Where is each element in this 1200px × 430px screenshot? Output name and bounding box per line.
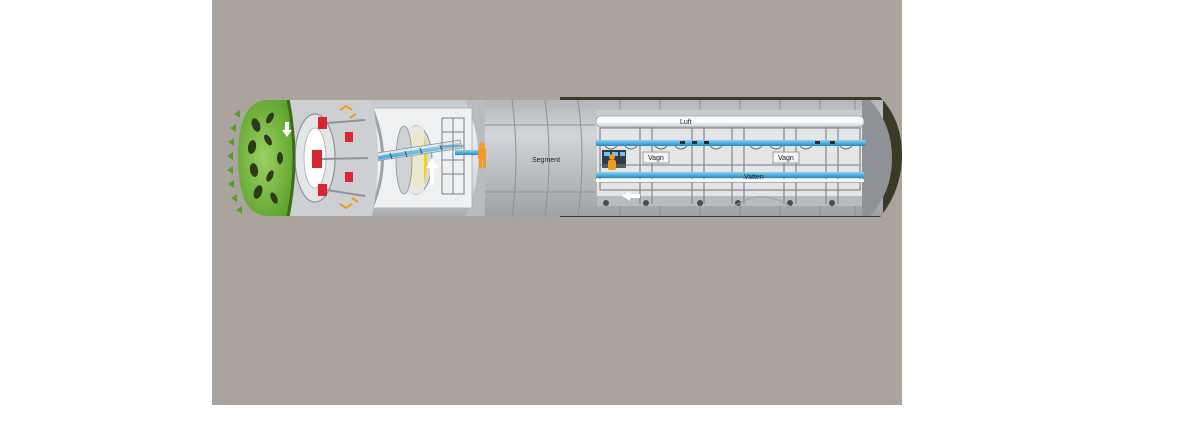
water-pipe [596, 172, 864, 178]
bogies [603, 200, 835, 206]
label-luft: Luft [680, 119, 692, 126]
jack-rods [321, 119, 369, 197]
left-arrow-icon [622, 191, 640, 201]
tunnel-floor-arc [734, 196, 791, 207]
wagon-box-1 [642, 151, 670, 164]
conveyor-rollers [680, 141, 835, 144]
up-arrow-icon [426, 158, 438, 185]
worker-icon [478, 142, 486, 168]
conveyor-upper [596, 140, 866, 146]
orange-brackets [339, 104, 359, 210]
label-vagn-2: Vagn [778, 155, 794, 162]
label-segment: Segment [532, 157, 560, 164]
wagon-box-2 [772, 151, 800, 164]
shield-ladders [441, 117, 465, 195]
thrust-jacks [312, 117, 353, 196]
tunnel-end-cap [862, 100, 892, 216]
pipe-stub [455, 150, 485, 155]
cutter-head [227, 99, 296, 217]
segment-ring-section [483, 100, 595, 216]
worker-icon [608, 154, 616, 170]
segment-erector [395, 125, 433, 195]
air-duct [595, 115, 865, 128]
down-arrow-icon [282, 122, 292, 137]
conveyor-hangers [604, 145, 853, 150]
segment-joints [483, 99, 595, 217]
shield-tail [465, 100, 485, 216]
label-vagn-1: Vagn [648, 155, 664, 162]
label-vatten: Vatten [744, 174, 764, 181]
